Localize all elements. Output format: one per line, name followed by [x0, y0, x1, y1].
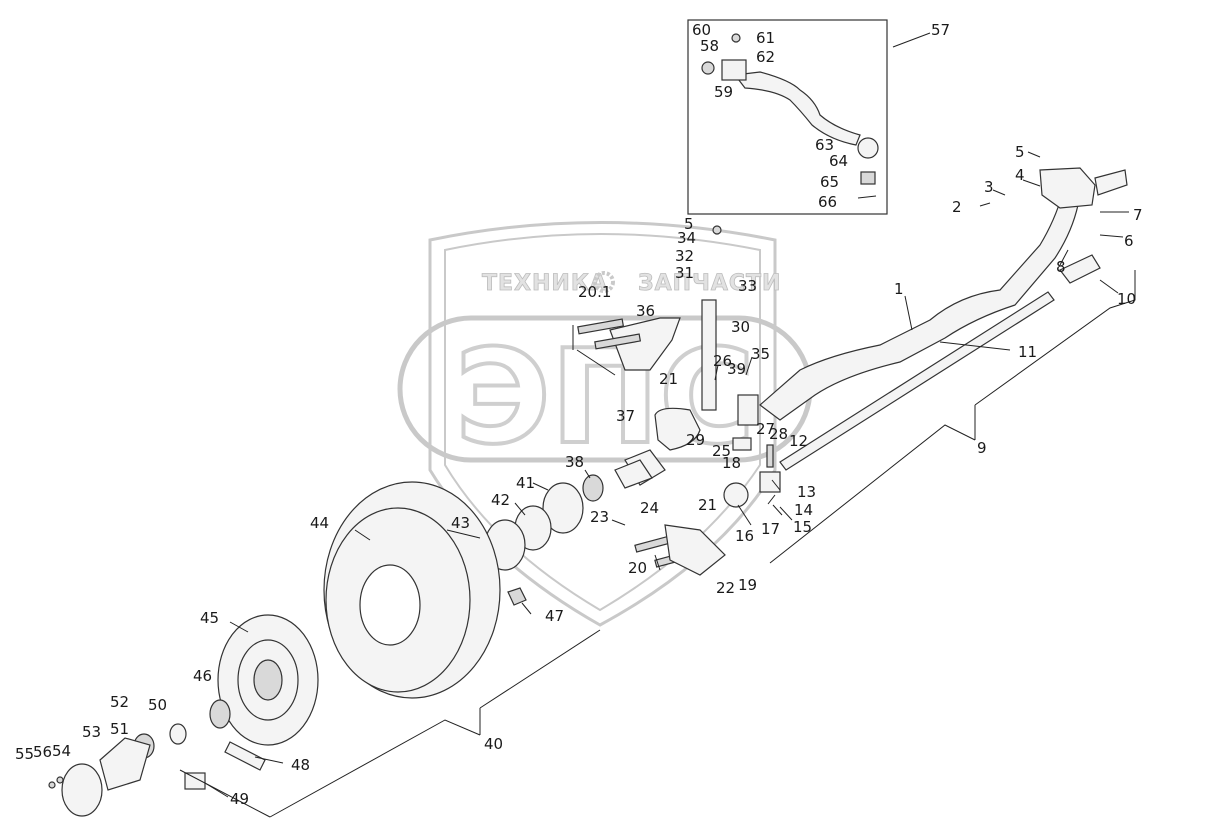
label-24: 24 [640, 499, 659, 517]
watermark-left-text: ТЕХНИКА [482, 271, 608, 296]
hub-small-parts [48, 587, 527, 817]
label-21-lower: 21 [698, 496, 717, 514]
label-52: 52 [110, 693, 129, 711]
label-62: 62 [756, 48, 775, 66]
label-19: 19 [738, 576, 757, 594]
label-48: 48 [291, 756, 310, 774]
label-27: 27 [756, 420, 775, 438]
label-58: 58 [700, 37, 719, 55]
label-34: 34 [677, 229, 696, 247]
king-pin [701, 299, 717, 411]
label-2: 2 [952, 198, 962, 216]
label-56: 56 [33, 743, 52, 761]
label-28: 28 [769, 425, 788, 443]
label-6: 6 [1124, 232, 1134, 250]
label-14: 14 [794, 501, 813, 519]
label-35: 35 [751, 345, 770, 363]
label-1: 1 [894, 280, 904, 298]
ball-joint [723, 444, 781, 508]
label-11: 11 [1018, 343, 1037, 361]
label-40: 40 [484, 735, 503, 753]
part-number-labels: 1 2 3 4 5 6 7 8 9 10 11 12 13 14 15 16 1… [15, 21, 1143, 808]
brake-drum [323, 481, 501, 699]
tie-rod [779, 254, 1101, 471]
label-16: 16 [735, 527, 754, 545]
label-32: 32 [675, 247, 694, 265]
label-5-top: 5 [1015, 143, 1025, 161]
label-51: 51 [110, 720, 129, 738]
label-21-upper: 21 [659, 370, 678, 388]
label-18: 18 [722, 454, 741, 472]
label-29: 29 [686, 431, 705, 449]
label-61: 61 [756, 29, 775, 47]
label-25: 25 [712, 442, 731, 460]
label-12: 12 [789, 432, 808, 450]
label-64: 64 [829, 152, 848, 170]
label-20: 20 [628, 559, 647, 577]
label-30: 30 [731, 318, 750, 336]
label-44: 44 [310, 514, 329, 532]
label-57: 57 [931, 21, 950, 39]
label-4: 4 [1015, 166, 1025, 184]
label-65: 65 [820, 173, 839, 191]
label-26: 26 [713, 352, 732, 370]
label-55: 55 [15, 745, 34, 763]
label-66: 66 [818, 193, 837, 211]
label-5-kingpin: 5 [684, 215, 694, 233]
label-43: 43 [451, 514, 470, 532]
tie-rod-inset [701, 33, 879, 199]
gear-icon [593, 271, 615, 293]
label-59: 59 [714, 83, 733, 101]
label-33: 33 [738, 277, 757, 295]
label-38: 38 [565, 453, 584, 471]
label-46: 46 [193, 667, 212, 685]
label-31: 31 [675, 264, 694, 282]
label-41: 41 [516, 474, 535, 492]
label-36: 36 [636, 302, 655, 320]
wheel-hub [217, 614, 319, 746]
label-53: 53 [82, 723, 101, 741]
label-23: 23 [590, 508, 609, 526]
label-7: 7 [1133, 206, 1143, 224]
label-54: 54 [52, 742, 71, 760]
label-13: 13 [797, 483, 816, 501]
label-49: 49 [230, 790, 249, 808]
leader-lines [179, 151, 1136, 818]
label-17: 17 [761, 520, 780, 538]
label-47: 47 [545, 607, 564, 625]
label-63: 63 [815, 136, 834, 154]
label-8: 8 [1056, 258, 1066, 276]
label-37: 37 [616, 407, 635, 425]
label-9: 9 [977, 439, 987, 457]
watermark-right-text: ЗАПЧАСТИ [638, 271, 781, 296]
label-20-1: 20.1 [578, 283, 611, 301]
label-50: 50 [148, 696, 167, 714]
label-39: 39 [727, 360, 746, 378]
steering-arm [609, 317, 681, 371]
label-3: 3 [984, 178, 994, 196]
label-42: 42 [491, 491, 510, 509]
label-60: 60 [692, 21, 711, 39]
tie-rod-inset-frame [687, 19, 888, 215]
label-45: 45 [200, 609, 219, 627]
label-15: 15 [793, 518, 812, 536]
label-10: 10 [1117, 290, 1136, 308]
spindle-bearings [484, 459, 653, 571]
label-22: 22 [716, 579, 735, 597]
